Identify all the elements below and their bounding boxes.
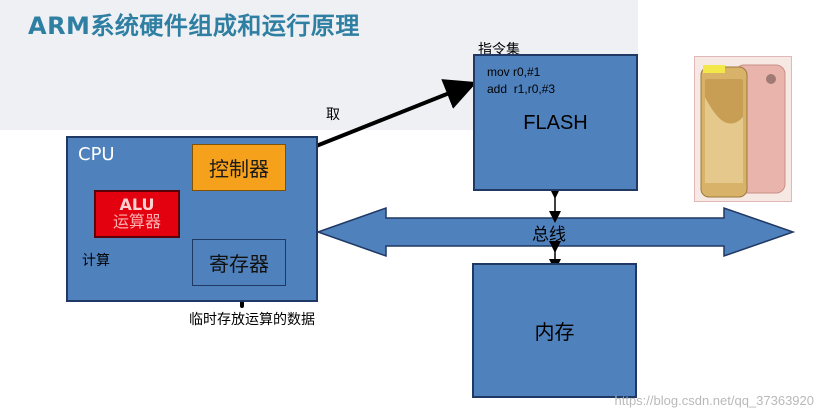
phone-illustration [695, 57, 791, 201]
phone-image [694, 56, 792, 202]
slide-title: ARM系统硬件组成和运行原理 [28, 12, 360, 40]
register-box: 寄存器 [192, 239, 286, 286]
cpu-label: CPU [78, 144, 115, 165]
calc-label: 计算 [82, 253, 110, 269]
alu-box: ALU 运算器 [94, 190, 180, 238]
fetch-label: 取 [326, 107, 340, 123]
flash-block: mov r0,#1 add r1,r0,#3 FLASH [473, 54, 638, 191]
flash-label: FLASH [523, 112, 588, 134]
bus-label: 总线 [532, 225, 566, 245]
controller-label: 控制器 [209, 157, 269, 181]
watermark: https://blog.csdn.net/qq_37363920 [614, 393, 815, 408]
alu-sublabel: 运算器 [112, 212, 161, 231]
register-note: 临时存放运算的数据 [189, 312, 315, 328]
controller-box: 控制器 [192, 144, 286, 191]
bus-arrow [315, 206, 796, 258]
alu-label: ALU [119, 195, 155, 215]
code-line-1: mov r0,#1 [487, 65, 541, 79]
memory-label: 内存 [534, 320, 575, 344]
code-line-2: add r1,r0,#3 [487, 82, 556, 96]
cpu-block: CPU 控制器 ALU 运算器 计算 寄存器 [66, 136, 318, 302]
register-label: 寄存器 [209, 252, 269, 276]
memory-block: 内存 [472, 263, 637, 398]
